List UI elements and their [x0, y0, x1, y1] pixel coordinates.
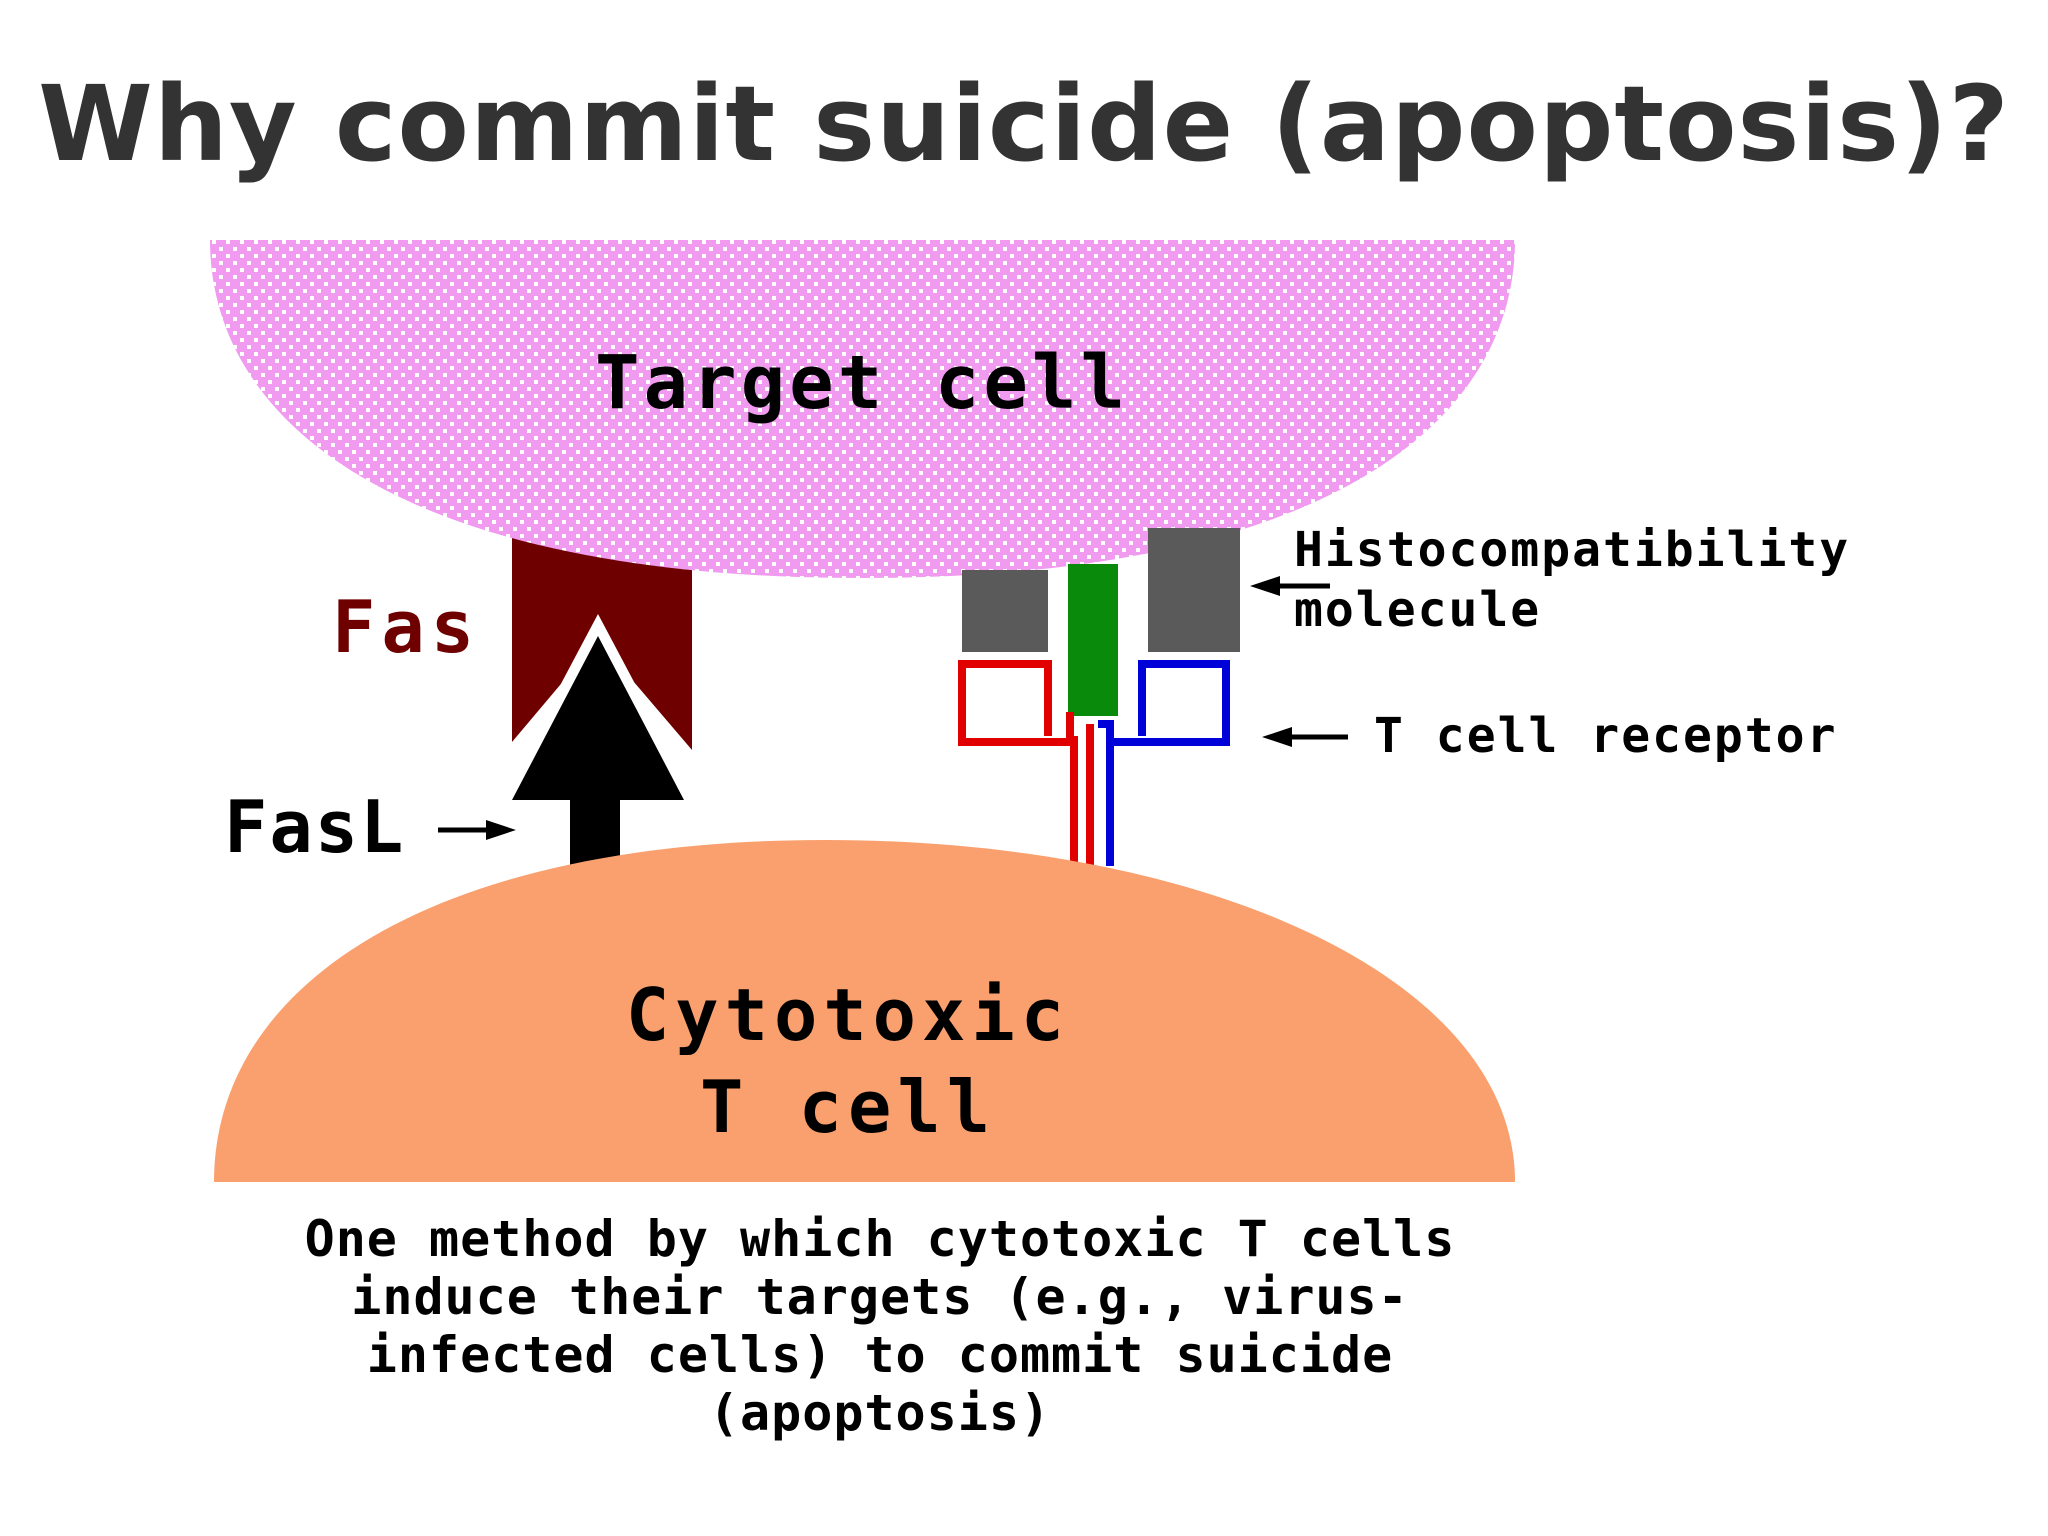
t-cell-label-line2: T cell: [700, 1065, 996, 1149]
fasl-pointer-arrow: [438, 820, 516, 840]
caption-line-3: infected cells) to commit suicide: [366, 1326, 1394, 1384]
caption-line-4: (apoptosis): [708, 1384, 1052, 1442]
t-cell-label-line1: Cytotoxic: [626, 973, 1070, 1057]
histocompatibility-label-line2: molecule: [1294, 582, 1541, 638]
caption-line-1: One method by which cytotoxic T cells: [304, 1210, 1456, 1268]
histocompatibility-pointer-arrow: [1250, 576, 1330, 596]
histocompatibility-block-left: [962, 570, 1048, 652]
peptide-antigen: [1068, 564, 1118, 716]
fasl-arrow: [512, 636, 684, 880]
tcr-pointer-arrow: [1262, 727, 1348, 747]
slide-title: Why commit suicide (apoptosis)?: [38, 63, 2010, 185]
tcr-label: T cell receptor: [1374, 708, 1837, 764]
fas-label: Fas: [332, 585, 480, 669]
target-cell: [210, 240, 1515, 578]
fasl-label: FasL: [224, 785, 405, 869]
histocompatibility-block-right: [1148, 528, 1240, 652]
figure-caption: One method by which cytotoxic T cells in…: [200, 1210, 1560, 1442]
histocompatibility-label-line1: Histocompatibility: [1294, 522, 1850, 578]
cytotoxic-t-cell: [214, 840, 1515, 1182]
target-cell-label: Target cell: [595, 340, 1129, 426]
tcr-chain-blue: [1098, 660, 1230, 866]
caption-line-2: induce their targets (e.g., virus-: [351, 1268, 1409, 1326]
tcr-chain-red: [958, 660, 1094, 866]
